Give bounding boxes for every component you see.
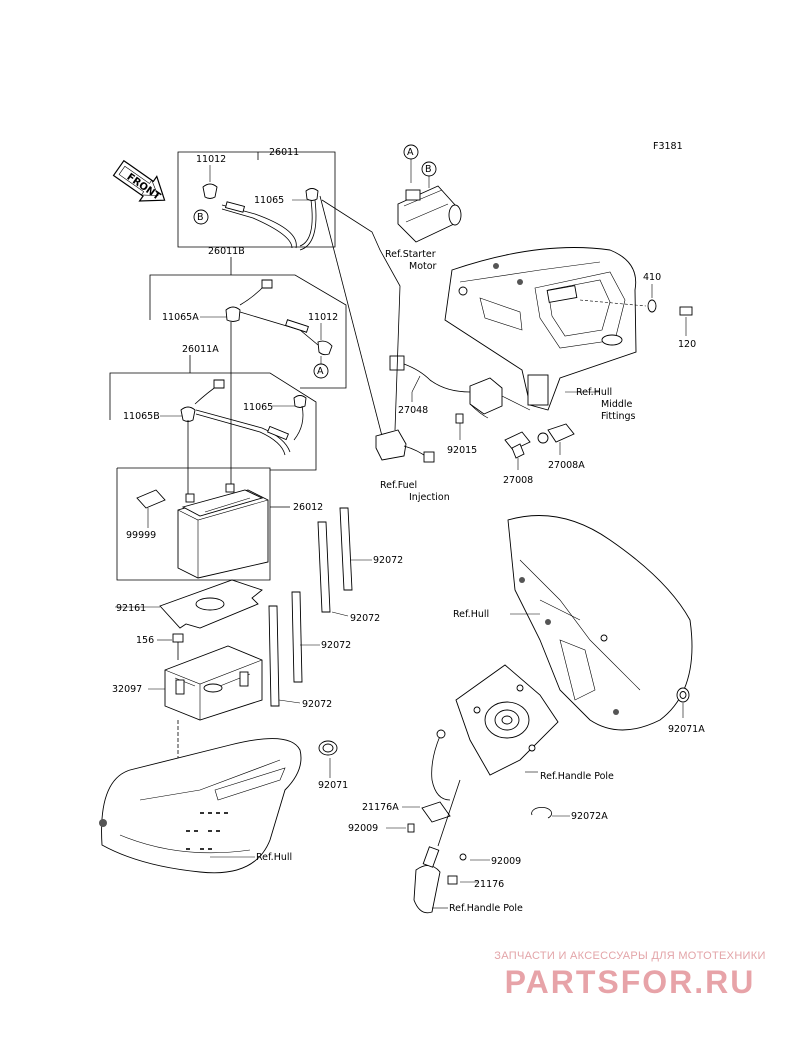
label-11012-top: 11012 (196, 154, 226, 165)
label-120: 120 (678, 339, 696, 350)
label-11065-mid: 11065 (243, 402, 273, 413)
ref-hull-mid-2: Middle (601, 399, 633, 410)
watermark-tagline: ЗАПЧАСТИ И АКСЕССУАРЫ ДЛЯ МОТОТЕХНИКИ (494, 950, 766, 962)
label-92072A: 92072A (571, 811, 608, 822)
battery-group: 26012 99999 (116, 467, 323, 581)
wiring-group: 27048 92015 27008 27008A Ref.Fuel Inject… (319, 195, 585, 503)
label-11012-mid: 11012 (308, 312, 338, 323)
ref-hull-left: Ref.Hull (256, 852, 292, 863)
label-92072-3: 92072 (321, 640, 351, 651)
label-26011: 26011 (269, 147, 299, 158)
ref-fuel-2: Injection (409, 492, 450, 503)
label-27008A: 27008A (548, 460, 585, 471)
label-92009-1: 92009 (348, 823, 378, 834)
ref-handle-pole-1: Ref.Handle Pole (540, 771, 614, 782)
label-11065A: 11065A (162, 312, 199, 323)
hull-right-group: Ref.Hull 92071A Ref.Handle Pole 21176A 9… (348, 515, 705, 914)
cable-26011-group: 26011 11012 11065 B (177, 147, 336, 251)
label-99999: 99999 (126, 530, 156, 541)
callout-b-top: B (197, 212, 204, 223)
hull-middle-group: Ref.Hull Middle Fittings 410 120 (444, 247, 696, 422)
label-92009-2: 92009 (491, 856, 521, 867)
straps-group: 92072 92072 92072 92072 (268, 507, 403, 710)
label-21176A: 21176A (362, 802, 399, 813)
ref-handle-pole-2: Ref.Handle Pole (449, 903, 523, 914)
ref-fuel-1: Ref.Fuel (380, 480, 417, 491)
callout-a-top: A (407, 147, 414, 158)
callout-a-mid: A (317, 366, 324, 377)
label-156: 156 (136, 635, 154, 646)
starter-motor-group: A B Ref.Starter Motor (385, 144, 462, 272)
label-11065-top: 11065 (254, 195, 284, 206)
callout-b-mid: B (425, 164, 432, 175)
label-21176: 21176 (474, 879, 504, 890)
label-32097: 32097 (112, 684, 142, 695)
ref-hull-mid-3: Fittings (601, 411, 636, 422)
ref-hull-mid-1: Ref.Hull (576, 387, 612, 398)
ref-starter-1: Ref.Starter (385, 249, 436, 260)
cable-26011A-group: 26011A 11065B 11065 (109, 344, 317, 500)
watermark-brand: PARTSFOR.RU (504, 964, 756, 1000)
hull-left-group: Ref.Hull 92071 (99, 738, 348, 874)
label-92071A: 92071A (668, 724, 705, 735)
label-27008: 27008 (503, 475, 533, 486)
label-92072-4: 92072 (302, 699, 332, 710)
label-92161: 92161 (116, 603, 146, 614)
label-92071: 92071 (318, 780, 348, 791)
front-arrow-icon: FRONT (112, 159, 166, 203)
label-410: 410 (643, 272, 661, 283)
label-26012: 26012 (293, 502, 323, 513)
cable-26011B-group: 26011B 11065A 11012 A (149, 246, 347, 390)
tray-group: 92161 156 32097 (112, 579, 263, 770)
watermark: ЗАПЧАСТИ И АКСЕССУАРЫ ДЛЯ МОТОТЕХНИКИ PA… (480, 950, 780, 1001)
label-26011B: 26011B (208, 246, 245, 257)
ref-starter-2: Motor (409, 261, 437, 272)
label-26011A: 26011A (182, 344, 219, 355)
label-92072-1: 92072 (373, 555, 403, 566)
figure-id: F3181 (653, 141, 683, 152)
label-92072-2: 92072 (350, 613, 380, 624)
label-11065B: 11065B (123, 411, 160, 422)
label-27048: 27048 (398, 405, 428, 416)
ref-hull-right: Ref.Hull (453, 609, 489, 620)
label-92015: 92015 (447, 445, 477, 456)
